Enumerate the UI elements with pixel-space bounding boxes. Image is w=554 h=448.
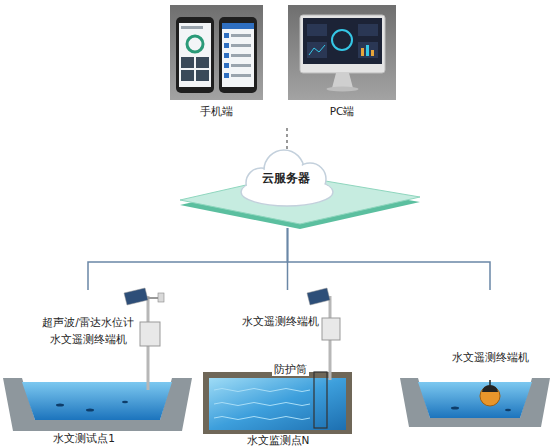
list-row [231, 44, 251, 47]
phone-body [219, 17, 257, 93]
screen-header [222, 23, 254, 29]
list-icon [224, 33, 229, 38]
buoy-top [482, 385, 498, 392]
monitor-base [327, 87, 359, 92]
tile [196, 70, 209, 81]
water [209, 378, 346, 430]
monitoring-station: 水文遥测终端机 [398, 290, 550, 430]
node-label: PC端 [330, 105, 355, 118]
chart-bar [371, 50, 374, 56]
fish [86, 409, 94, 412]
station-left [3, 288, 192, 431]
screen-row [181, 26, 203, 29]
node-label: 水文遥测终端机 [50, 333, 127, 346]
solar-panel [124, 288, 148, 305]
app-panel: PC端 [288, 5, 396, 100]
list-row [231, 54, 251, 57]
monitor-screen [303, 18, 382, 64]
chart-line [309, 45, 325, 55]
radar-sensor [158, 293, 164, 302]
monitoring-station: 超声波/雷达水位计水文遥测终端机水文测试点1 [3, 290, 192, 447]
node-label: 水文监测点N [247, 434, 310, 447]
chart-bar [366, 45, 369, 56]
fish [122, 401, 128, 403]
station-middle [203, 288, 352, 434]
buoy-antenna [489, 380, 491, 385]
connector-line [288, 228, 491, 290]
monitor-body [300, 15, 385, 73]
phone-body [176, 17, 214, 93]
chart-ring [332, 30, 352, 50]
protective-tube [314, 372, 327, 428]
dashed-link [286, 128, 287, 152]
ripples [214, 389, 310, 420]
fish [505, 409, 511, 411]
monitor-icon [300, 15, 385, 92]
buoy [480, 386, 500, 406]
node-label: 水文遥测终端机 [452, 351, 529, 364]
cloud-server: 云服务器 [235, 150, 340, 228]
water [418, 382, 532, 418]
tile [181, 57, 194, 68]
chart-box [307, 24, 327, 36]
node-label: 防护筒 [272, 363, 309, 376]
list-icon [224, 73, 229, 78]
phone-icon [176, 17, 214, 93]
list-row [231, 64, 251, 67]
app-panel: 手机端 [170, 5, 263, 100]
cloud-shape [241, 150, 333, 206]
fish [451, 407, 459, 410]
monitoring-station: 水文遥测终端机防护筒水文监测点N [200, 290, 355, 447]
monitor-stand [332, 73, 353, 88]
node-label: 水文测试点1 [53, 432, 115, 445]
list-row [231, 34, 251, 37]
channel-concrete [3, 378, 192, 431]
chart-bar [361, 48, 364, 56]
station-right [400, 378, 550, 427]
list-icon [224, 63, 229, 68]
node-label: 云服务器 [262, 172, 310, 185]
chart-box [307, 42, 327, 58]
pc-panel [288, 5, 396, 100]
phone-screen [222, 23, 254, 87]
chart-box [358, 24, 378, 36]
gauge-ring [187, 36, 203, 52]
fish [56, 404, 64, 407]
channel-concrete [400, 378, 550, 427]
list-icon [224, 43, 229, 48]
list-icon [224, 53, 229, 58]
list-row [231, 74, 251, 77]
terminal-box [140, 322, 160, 346]
connector-line [88, 228, 288, 290]
phone-screen [179, 23, 211, 87]
tile [181, 70, 194, 81]
solar-panel [307, 288, 330, 305]
node-label: 手机端 [200, 105, 233, 118]
node-label: 水文遥测终端机 [242, 315, 319, 328]
terminal-box [322, 318, 340, 340]
tile [196, 57, 209, 68]
phone-panel [170, 5, 263, 100]
node-label: 超声波/雷达水位计 [42, 316, 134, 329]
well-wall [203, 372, 352, 434]
phone-icon [219, 17, 257, 93]
chart-box [358, 42, 378, 58]
